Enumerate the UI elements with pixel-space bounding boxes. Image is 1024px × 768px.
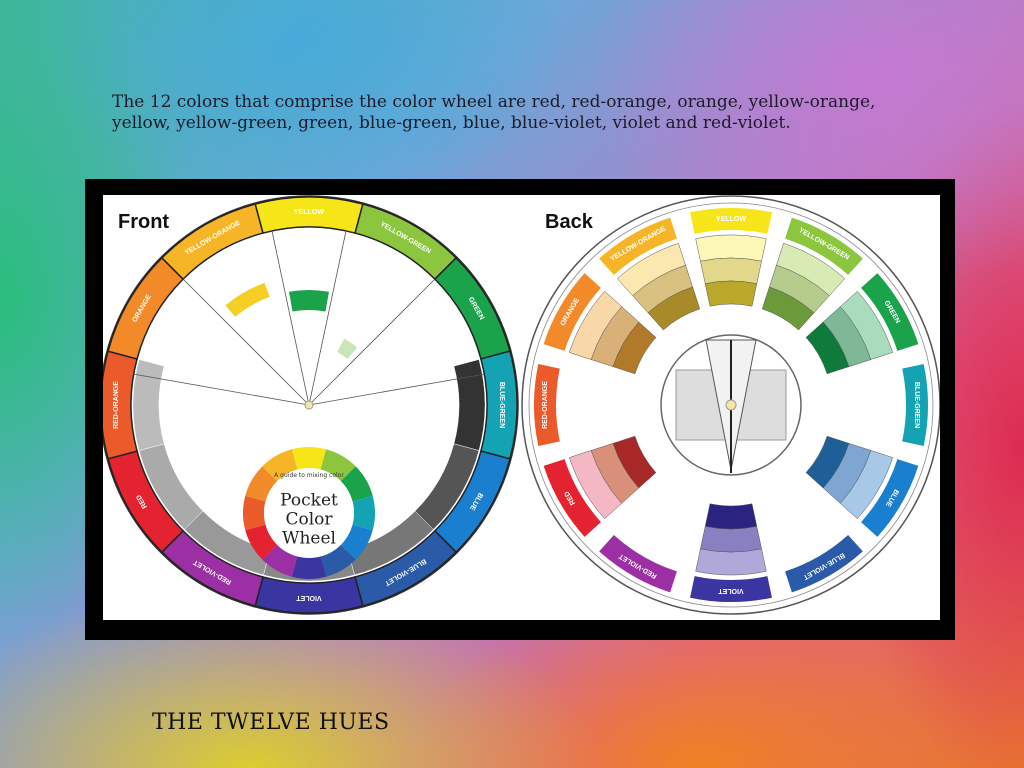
front-pointer-line [308,373,485,406]
back-tint-band [761,286,815,331]
front-pointer-line [182,278,310,406]
back-hue-tab [861,273,919,351]
caption-line-1: The 12 colors that comprise the color wh… [112,92,876,112]
mini-hue-segment [245,466,278,502]
back-hue-label: YELLOW [716,216,746,223]
back-tint-band [700,525,762,553]
front-window-green [289,290,329,312]
mini-hue-segment [320,544,356,577]
mini-hue-segment [243,495,266,531]
mini-hue-segment [262,449,298,482]
product-tagline: A guide to mixing color [274,472,344,479]
back-hue-tab [543,273,601,351]
mini-hue-segment [352,495,375,531]
color-wheels-graphic: YELLOWYELLOW-GREENGREENBLUE-GREENBLUEBLU… [103,195,940,615]
back-hue-tab [543,459,601,537]
back-hue-label: RED-ORANGE [542,381,549,429]
back-wheel-rim [528,202,934,608]
back-tint-band [695,234,767,262]
back-hue-tab [599,535,677,593]
front-pointer-line [308,230,347,406]
mini-hue-segment [340,466,373,502]
back-hue-label: BLUE-GREEN [913,382,920,428]
back-tint-band [700,257,762,285]
back-tint-band [704,503,758,530]
front-hue-label: YELLOW [294,209,324,216]
back-label: Back [545,211,593,233]
back-hue-tab [690,576,772,602]
front-pointer-line [308,278,436,406]
mini-hue-segment [291,556,327,579]
caption-line-2: yellow, yellow-green, green, blue-green,… [112,113,791,133]
back-rivet [725,399,737,411]
mini-hue-segment [320,449,356,482]
back-tint-band [805,435,850,489]
front-label: Front [118,211,170,233]
back-hue-tab [690,207,772,234]
front-value-segment [132,359,165,451]
back-tint-band [704,280,758,307]
back-tint-band [612,435,657,489]
front-hue-segment [160,203,264,281]
front-window-yellow [225,282,270,317]
back-hue-tab [902,364,928,446]
back-tint-band [695,548,767,576]
front-window-light [337,338,358,360]
mini-wheel-center [264,468,354,558]
mini-hue-segment [245,524,278,560]
back-hue-tab [861,459,919,537]
slide-caption: The 12 colors that comprise the color wh… [112,92,912,134]
front-hue-label: RED-ORANGE [113,381,120,429]
back-tint-band [805,321,850,375]
slide-title: THE TWELVE HUES [152,710,390,735]
front-pointer-line [271,230,310,406]
front-hue-label: VIOLET [296,594,322,601]
back-tint-band [647,286,701,331]
front-rivet [304,400,314,410]
back-hue-label: VIOLET [718,587,744,594]
back-hue-tab [534,364,560,446]
front-pointer-line [133,373,310,406]
mini-hue-segment [340,524,373,560]
mini-hue-segment [262,544,298,577]
back-hue-tab [785,535,863,593]
mini-hue-segment [291,447,327,470]
back-tint-band [612,321,657,375]
back-hue-tab [785,217,863,275]
product-name-word: Wheel [282,529,336,549]
back-hue-tab [599,217,677,275]
front-hue-label: BLUE-GREEN [498,382,505,428]
product-name-word: Pocket [280,491,338,511]
product-name-word: Color [285,510,333,530]
